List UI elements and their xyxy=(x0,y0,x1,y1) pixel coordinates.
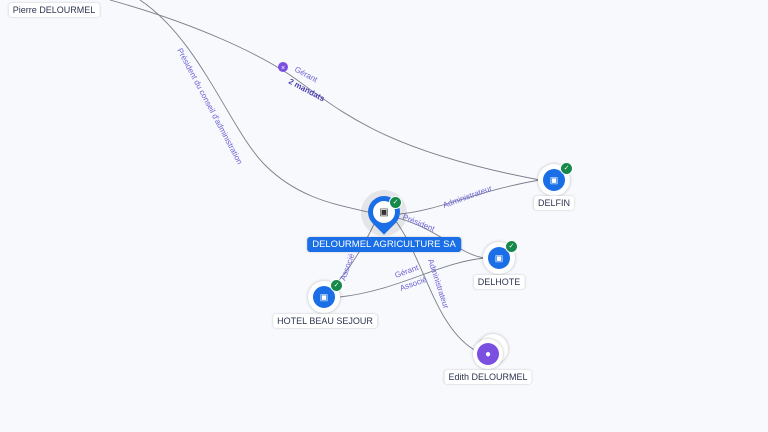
verified-check-icon: ✓ xyxy=(389,196,402,209)
node-hotel[interactable]: ▣✓ xyxy=(308,279,343,313)
verified-check-icon: ✓ xyxy=(330,279,343,292)
node-label-delfin[interactable]: DELFIN xyxy=(533,196,575,210)
node-delhote[interactable]: ▣✓ xyxy=(483,240,518,274)
edge-label-mandats: 2 mandats xyxy=(287,77,327,104)
edge-label-administrateur-delfin: Administrateur xyxy=(442,184,494,210)
node-label-agriculture[interactable]: DELOURMEL AGRICULTURE SA xyxy=(307,237,461,252)
node-edith[interactable]: ● xyxy=(473,339,503,369)
edge-label-administrateur-edith: Administrateur xyxy=(426,258,451,310)
edge-label-president-ca: Président du conseil d'administration xyxy=(175,47,244,166)
node-label-delhote[interactable]: DELHOTE xyxy=(473,275,525,289)
node-label-hotel[interactable]: HOTEL BEAU SEJOUR xyxy=(273,314,377,328)
company-icon: ▣ xyxy=(543,169,565,191)
verified-check-icon: ✓ xyxy=(505,240,518,253)
edge-label-associe: Associé xyxy=(338,252,356,282)
node-label-edith[interactable]: Edith DELOURMEL xyxy=(444,370,532,384)
mandate-count-icon xyxy=(278,62,288,72)
node-label-pierre[interactable]: Pierre DELOURMEL xyxy=(8,3,100,17)
node-delfin[interactable]: ▣✓ xyxy=(538,162,573,196)
edge-hotel-delhote xyxy=(339,257,486,298)
close-mark-icon: × xyxy=(281,65,285,72)
edge-delfin-agri xyxy=(399,179,541,215)
company-icon: ▣ xyxy=(313,286,335,308)
edge-edith-agri xyxy=(394,219,479,353)
edge-pierre-delfin xyxy=(109,0,541,181)
person-icon: ● xyxy=(477,343,499,365)
company-icon: ▣ xyxy=(488,247,510,269)
edge-pierre-agri xyxy=(139,0,369,213)
verified-check-icon: ✓ xyxy=(560,162,573,175)
